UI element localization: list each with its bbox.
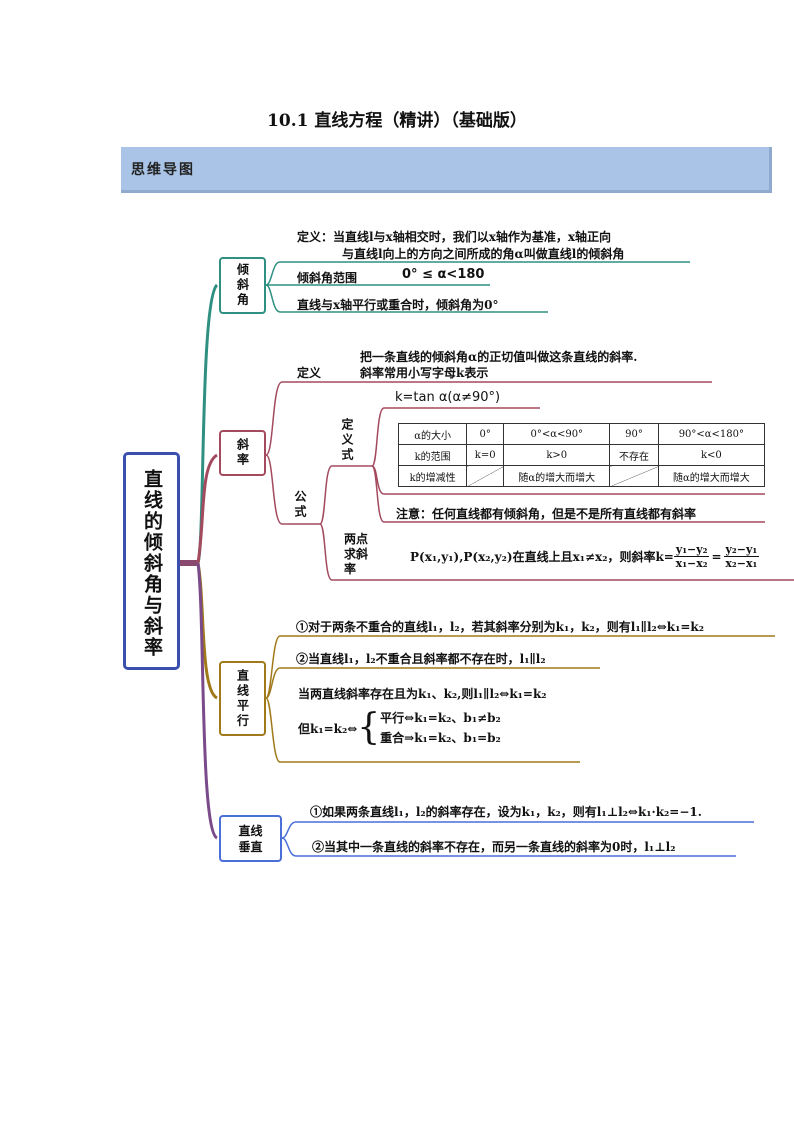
table-cell: 90°<α<180° <box>657 423 766 445</box>
table-row: k的范围 k=0 k>0 不存在 k<0 <box>397 444 766 466</box>
table-cell: 0°<α<90° <box>503 423 611 445</box>
two-point-label: 两点求斜率 <box>344 532 369 576</box>
definition-formula-label: 定义式 <box>340 418 354 463</box>
document-title: 10.1 直线方程（精讲）（基础版） <box>267 111 527 131</box>
slope-table: α的大小 0° 0°<α<90° 90° 90°<α<180° k的范围 k=0… <box>397 423 766 487</box>
table-cell: 随α的增大而增大 <box>503 465 611 487</box>
fraction-2: y₂−y₁ x₂−x₁ <box>723 543 760 570</box>
node-inclination: 倾斜角 <box>219 257 266 314</box>
parallel-item-1: ①对于两条不重合的直线l₁，l₂，若其斜率分别为k₁，k₂，则有l₁∥l₂⇔k₁… <box>296 620 705 634</box>
node-parallel-label: 直线平行 <box>235 668 250 729</box>
parallel-case-b: 重合⇒k₁=k₂、b₁=b₂ <box>380 731 501 745</box>
parallel-case-a: 平行⇔k₁=k₂、b₁≠b₂ <box>380 711 501 725</box>
slope-definition-line1: 把一条直线的倾斜角α的正切值叫做这条直线的斜率. <box>360 350 638 364</box>
central-topic: 直线的倾斜角与斜率 <box>141 468 163 658</box>
central-topic-box: 直线的倾斜角与斜率 <box>123 452 180 670</box>
table-cell-diagonal <box>466 465 505 487</box>
table-cell: k的增减性 <box>397 465 468 487</box>
table-cell: 0° <box>466 423 505 445</box>
parallel-item-3: 当两直线斜率存在且为k₁、k₂,则l₁∥l₂⇔k₁=k₂ <box>298 687 547 701</box>
table-cell-diagonal <box>609 465 659 487</box>
parallel-item-4: 但k₁=k₂⇔ { 平行⇔k₁=k₂、b₁≠b₂ 重合⇒k₁=k₂、b₁=b₂ <box>298 708 501 748</box>
inclination-range-label: 倾斜角范围 <box>297 271 358 285</box>
table-cell: k=0 <box>466 444 505 466</box>
parallel-cases: 平行⇔k₁=k₂、b₁≠b₂ 重合⇒k₁=k₂、b₁=b₂ <box>380 708 501 748</box>
inclination-range-value: 0° ≤ α<180 <box>402 267 485 282</box>
node-perpendicular-label: 直线垂直 <box>238 823 263 854</box>
table-cell: 不存在 <box>609 444 659 466</box>
table-cell: 90° <box>609 423 659 445</box>
fraction-2-denominator: x₂−x₁ <box>725 557 758 570</box>
node-inclination-label: 倾斜角 <box>235 263 250 308</box>
fraction-2-numerator: y₂−y₁ <box>723 543 760 557</box>
table-cell: k>0 <box>503 444 611 466</box>
two-point-formula: P(x₁,y₁),P(x₂,y₂)在直线上且x₁≠x₂，则斜率k= y₁−y₂ … <box>410 543 760 570</box>
fraction-equals: = <box>711 549 722 564</box>
slope-formula-label: 公式 <box>293 490 307 520</box>
table-cell: k<0 <box>657 444 766 466</box>
node-parallel: 直线平行 <box>219 661 266 736</box>
node-slope: 斜率 <box>219 430 266 476</box>
perpendicular-item-1: ①如果两条直线l₁，l₂的斜率存在，设为k₁，k₂，则有l₁⊥l₂⇔k₁·k₂=… <box>310 805 702 819</box>
table-cell: α的大小 <box>397 423 468 445</box>
definition-formula: k=tan α(α≠90°) <box>395 390 501 405</box>
slope-definition-line2: 斜率常用小写字母k表示 <box>360 366 489 380</box>
inclination-definition-line2: 与直线l向上的方向之间所成的角α叫做直线l的倾斜角 <box>342 247 625 261</box>
parallel-item-2: ②当直线l₁，l₂不重合且斜率都不存在时，l₁∥l₂ <box>296 652 546 666</box>
table-row: k的增减性 随α的增大而增大 随α的增大而增大 <box>397 465 766 487</box>
fraction-1-numerator: y₁−y₂ <box>673 543 710 557</box>
fraction-1-denominator: x₁−x₂ <box>675 557 708 570</box>
table-cell: 随α的增大而增大 <box>657 465 766 487</box>
table-row: α的大小 0° 0°<α<90° 90° 90°<α<180° <box>397 423 766 445</box>
inclination-parallel-note: 直线与x轴平行或重合时，倾斜角为0° <box>297 298 499 312</box>
section-banner: 思维导图 <box>121 147 772 193</box>
table-cell: k的范围 <box>397 444 468 466</box>
slope-definition-label: 定义 <box>297 366 322 380</box>
inclination-definition-line1: 定义：当直线l与x轴相交时，我们以x轴作为基准，x轴正向 <box>297 230 612 244</box>
node-perpendicular: 直线垂直 <box>219 815 282 862</box>
two-point-formula-prefix: P(x₁,y₁),P(x₂,y₂)在直线上且x₁≠x₂，则斜率k= <box>410 550 674 564</box>
banner-title: 思维导图 <box>131 162 195 178</box>
node-slope-label: 斜率 <box>235 438 250 468</box>
parallel-item-4-prefix: 但k₁=k₂⇔ <box>298 721 358 736</box>
perpendicular-item-2: ②当其中一条直线的斜率不存在，而另一条直线的斜率为0时，l₁⊥l₂ <box>312 840 676 854</box>
fraction-1: y₁−y₂ x₁−x₂ <box>673 543 710 570</box>
brace-icon: { <box>357 707 381 748</box>
slope-note: 注意：任何直线都有倾斜角，但是不是所有直线都有斜率 <box>396 507 697 521</box>
